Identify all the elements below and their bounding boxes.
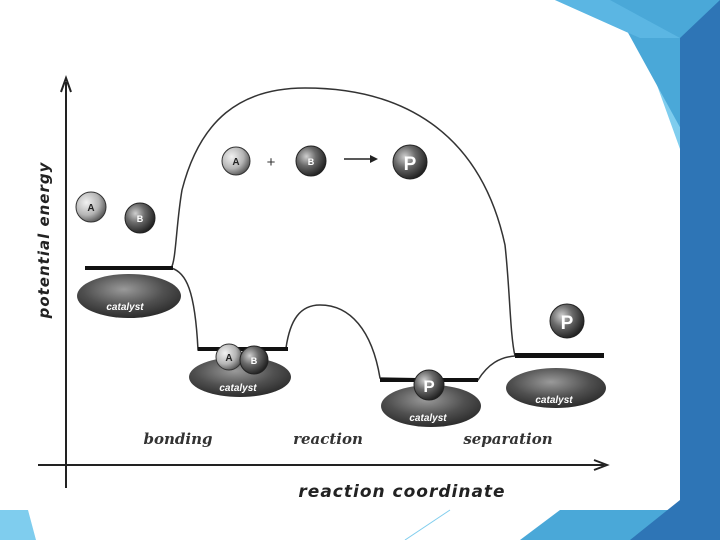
svg-text:P: P bbox=[561, 313, 574, 334]
equation-product: P bbox=[393, 145, 427, 179]
stage-label-separation: separation bbox=[463, 430, 552, 448]
svg-text:B: B bbox=[251, 356, 258, 366]
reactant-b-molecule: B bbox=[125, 203, 155, 233]
y-axis bbox=[61, 78, 71, 488]
svg-text:catalyst: catalyst bbox=[219, 383, 257, 394]
svg-text:catalyst: catalyst bbox=[409, 413, 447, 424]
svg-text:A: A bbox=[225, 353, 232, 364]
reactant-a-molecule: A bbox=[76, 192, 106, 222]
svg-text:A: A bbox=[87, 203, 94, 214]
x-axis bbox=[38, 460, 607, 470]
svg-text:catalyst: catalyst bbox=[106, 302, 144, 313]
svg-text:P: P bbox=[404, 154, 417, 175]
catalyst-surface-1: catalyst bbox=[77, 274, 181, 318]
svg-text:B: B bbox=[137, 214, 144, 224]
equation-plus: + bbox=[267, 154, 276, 171]
reaction-equation: A + B P bbox=[222, 145, 427, 179]
uncatalyzed-energy-curve bbox=[171, 88, 515, 356]
equation-arrow-icon bbox=[344, 155, 378, 163]
energy-level-reactants bbox=[85, 266, 173, 270]
y-axis-label: potential energy bbox=[35, 161, 53, 319]
equation-reactant-b: B bbox=[296, 146, 326, 176]
svg-text:catalyst: catalyst bbox=[535, 395, 573, 406]
catalyst-surface-4: catalyst bbox=[506, 368, 606, 408]
stage-label-bonding: bonding bbox=[144, 430, 213, 448]
adsorbed-product-molecule: P bbox=[414, 370, 444, 400]
slide-corner-decoration-bottom bbox=[0, 500, 680, 540]
svg-text:B: B bbox=[308, 157, 315, 167]
energy-level-products bbox=[515, 353, 604, 358]
adsorbed-a-molecule: A bbox=[216, 344, 242, 370]
x-axis-label: reaction coordinate bbox=[298, 482, 505, 502]
slide-corner-decoration-top-right bbox=[555, 0, 720, 540]
energy-level-adsorbed bbox=[198, 347, 288, 351]
adsorbed-b-molecule: B bbox=[240, 346, 268, 374]
free-product-molecule: P bbox=[550, 304, 584, 338]
svg-text:P: P bbox=[423, 377, 434, 396]
stage-label-reaction: reaction bbox=[293, 430, 363, 448]
svg-text:A: A bbox=[232, 157, 239, 168]
equation-reactant-a: A bbox=[222, 147, 250, 175]
